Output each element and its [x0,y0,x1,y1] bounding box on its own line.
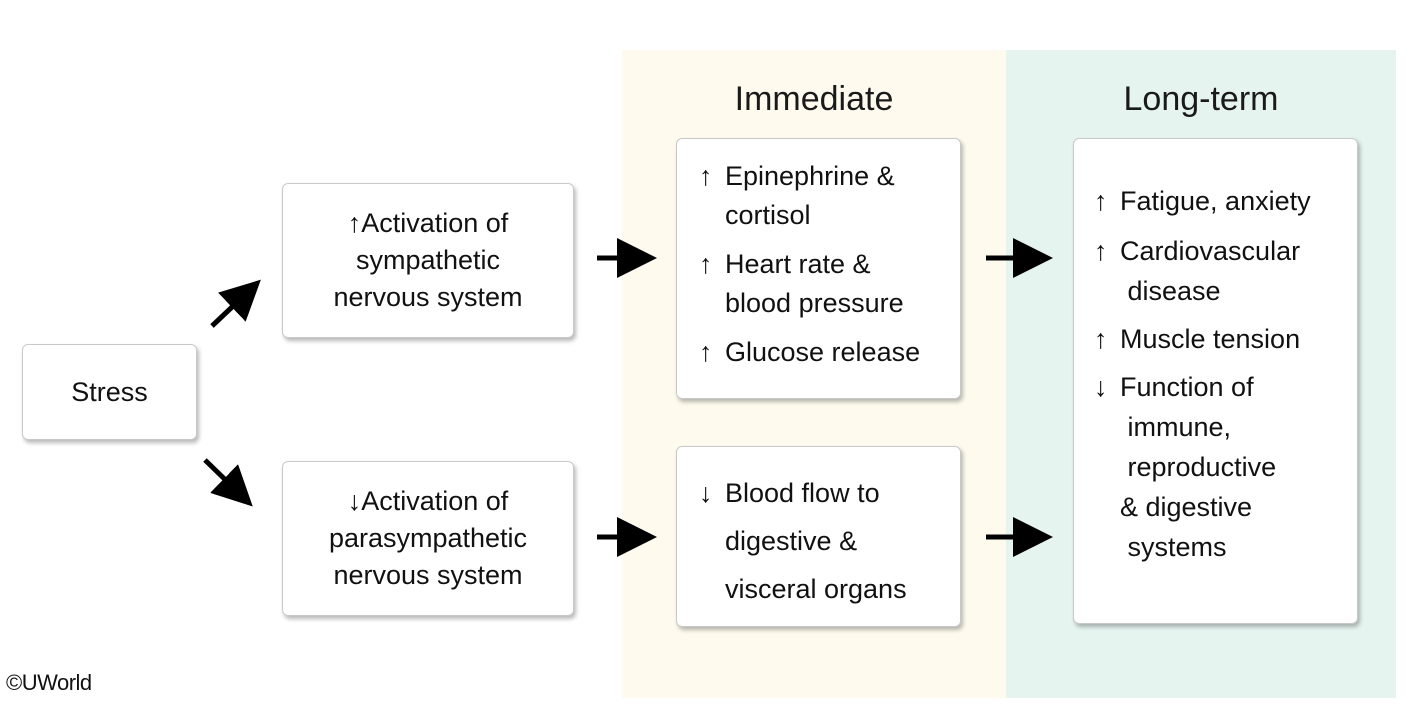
down-arrow-icon: ↓ [347,486,362,516]
list-item: ↓ Function of immune, reproductive & dig… [1094,367,1357,567]
list-item: ↑ Fatigue, anxiety [1094,181,1357,221]
up-arrow-icon: ↑ [699,249,713,279]
up-arrow-icon: ↑ [699,161,713,191]
parasympathetic-line-1: ↓Activation of [347,486,509,516]
longterm-title: Long-term [1123,80,1279,118]
list-item: ↓ Blood flow to digestive & visceral org… [699,469,960,613]
immediate-title: Immediate [734,80,894,118]
arrow-stress-to-sympathetic [210,279,261,328]
parasympathetic-line-2: parasympathetic [328,523,528,553]
parasympathetic-line-3: nervous system [333,560,523,590]
sympathetic-line-2: sympathetic [355,245,501,275]
up-arrow-icon: ↑ [1094,324,1108,354]
list-item: ↑ Heart rate & blood pressure [699,245,960,323]
list-item: ↑ Cardiovascular disease [1094,231,1357,311]
stress-label: Stress [71,376,148,407]
stress-box: Stress [22,344,197,440]
sympathetic-box: ↑Activation of sympathetic nervous syste… [282,183,574,338]
sympathetic-line-3: nervous system [333,282,523,312]
list-item: ↑ Muscle tension [1094,319,1357,359]
up-arrow-icon: ↑ [1094,236,1108,266]
copyright-text: ©UWorld [6,670,92,695]
longterm-box: ↑ Fatigue, anxiety ↑ Cardiovascular dise… [1073,138,1358,624]
arrow-stress-to-parasympathetic [203,458,253,507]
list-item: ↑ Epinephrine & cortisol [699,157,960,235]
up-arrow-icon: ↑ [699,337,713,367]
parasympathetic-box: ↓Activation of parasympathetic nervous s… [282,461,574,616]
down-arrow-icon: ↓ [1094,372,1108,402]
sympathetic-line-1: ↑Activation of [347,208,509,238]
list-item: ↑ Glucose release [699,333,960,372]
up-arrow-icon: ↑ [347,208,362,238]
immediate-sympathetic-box: ↑ Epinephrine & cortisol ↑ Heart rate & … [676,138,961,399]
immediate-parasympathetic-box: ↓ Blood flow to digestive & visceral org… [676,446,961,627]
up-arrow-icon: ↑ [1094,186,1108,216]
down-arrow-icon: ↓ [699,478,713,508]
